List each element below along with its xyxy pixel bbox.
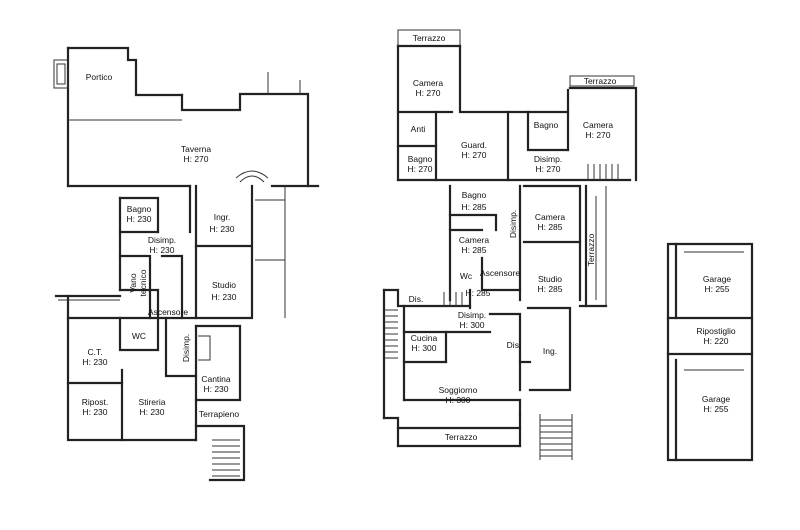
room-disimp-basement-2-label: Disimp. (181, 334, 191, 362)
room-wc-basement-label: WC (132, 331, 146, 341)
room-ct-label: C.T.H: 230 (82, 347, 107, 367)
room-ripost-label: Ripost.H: 230 (82, 397, 108, 417)
room-disimp-1-label: Disimp.H: 270 (534, 154, 562, 174)
room-disimp-2-label: Disimp. (508, 210, 518, 238)
main-floor-plan-walls (382, 29, 638, 460)
room-anti-label: Anti (411, 124, 426, 134)
room-dis-1-label: Dis. (409, 294, 424, 304)
room-ing-label: Ing. (543, 346, 557, 356)
basement-plan-walls (53, 46, 320, 482)
room-terrapieno-label: Terrapieno (199, 409, 239, 419)
room-terrazzo-bottom-label: Terrazzo (445, 432, 478, 442)
room-dis-2-label: Dis. (507, 340, 522, 350)
room-disimp-3-label: Disimp.H: 300 (458, 310, 486, 330)
room-height-285-label: H: 285 (465, 288, 490, 298)
room-portico-label: Portico (86, 72, 113, 82)
room-bagno-1-label: Bagno (534, 120, 559, 130)
room-wc-1-label: Wc (460, 271, 473, 281)
garage-plan-walls (666, 242, 754, 462)
room-guard-label: Guard.H: 270 (461, 140, 487, 160)
room-disimp-basement-label: Disimp.H: 230 (148, 235, 176, 255)
room-terrazzo-right-label: Terrazzo (584, 76, 617, 86)
room-vano-tecnico-label: Vanotecnico (128, 269, 148, 296)
room-ascensore-basement-label: Ascensore (148, 307, 188, 317)
room-terrazzo-side-label: Terrazzo (586, 233, 596, 266)
room-ingr-label: Ingr.H: 230 (209, 212, 234, 234)
room-terrazzo-top-label: Terrazzo (413, 33, 446, 43)
room-ascensore-1-label: Ascensore (480, 268, 520, 278)
